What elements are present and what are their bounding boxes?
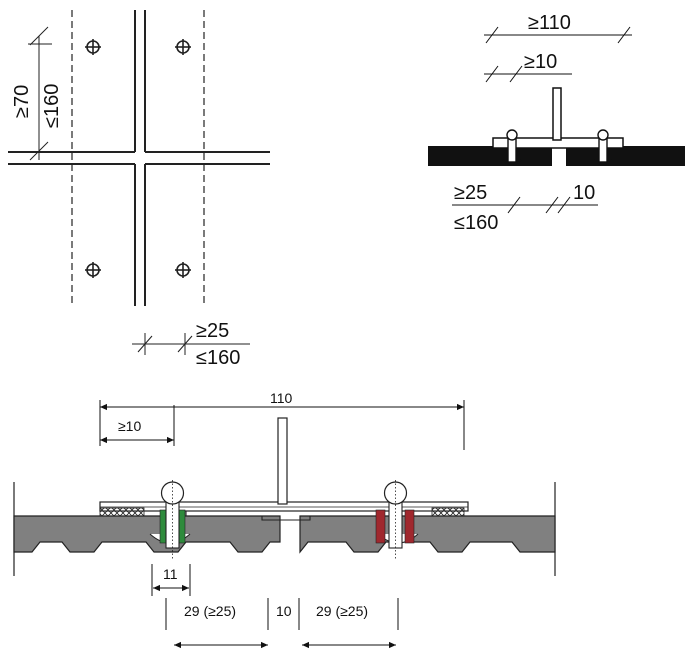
label-11: 11 [163,566,178,582]
anchor-detail-left [149,480,191,560]
profile [492,87,624,149]
label-min-70: ≥70 [11,85,33,118]
anchor-detail-right [375,480,419,560]
slab-left [428,146,552,166]
label-max-160: ≤160 [41,84,63,128]
label-left-gap: 29 (≥25) [184,603,236,619]
slab-right [566,146,685,166]
plan-view [8,10,270,355]
label-110: 110 [270,390,293,406]
fastener-bottom-left [85,262,101,278]
pad-right [431,507,465,517]
profile-stem [277,417,288,505]
label-min-25-top: ≥25 [454,182,487,204]
slab-detail-left [13,515,281,553]
dashed-guides [71,10,205,306]
label-min-10-top: ≥10 [524,51,557,73]
label-max-160-top: ≤160 [454,212,498,234]
label-min-110: ≥110 [528,12,571,34]
dimensions-top-right [452,26,632,214]
dimension-horizontal [132,333,250,355]
fastener-bottom-right [175,262,191,278]
cross-joint [8,10,270,306]
anchor-left [502,129,522,166]
fastener-top-left [85,39,101,55]
label-10-top: 10 [573,182,595,204]
dimensions-detail [99,400,465,649]
pad-left [99,507,145,517]
section-small [428,26,685,214]
label-center-gap: 10 [276,603,292,619]
slab-detail-right [299,515,556,554]
label-max-160-b: ≤160 [196,347,240,369]
section-detail [13,400,556,649]
fastener-top-right [175,39,191,55]
anchor-right [593,129,613,166]
label-min-25: ≥25 [196,320,229,342]
dimension-vertical [28,26,52,161]
label-right-gap: 29 (≥25) [316,603,368,619]
label-min-10-detail: ≥10 [118,418,141,434]
